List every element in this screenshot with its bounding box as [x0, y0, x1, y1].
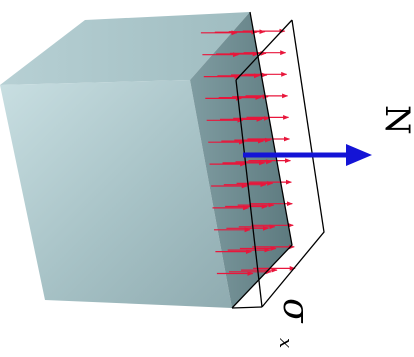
force-label: N — [377, 105, 414, 135]
stress-arrows — [200, 28, 296, 276]
stress-subscript-label: x — [275, 338, 296, 348]
block — [0, 12, 292, 308]
block-top-face — [0, 12, 250, 85]
block-side-face — [190, 12, 292, 308]
block-front-face — [0, 80, 232, 308]
force-arrow — [243, 144, 372, 166]
stress-symbol-label: σ — [275, 298, 316, 324]
stress-plane-outline — [231, 11, 325, 309]
